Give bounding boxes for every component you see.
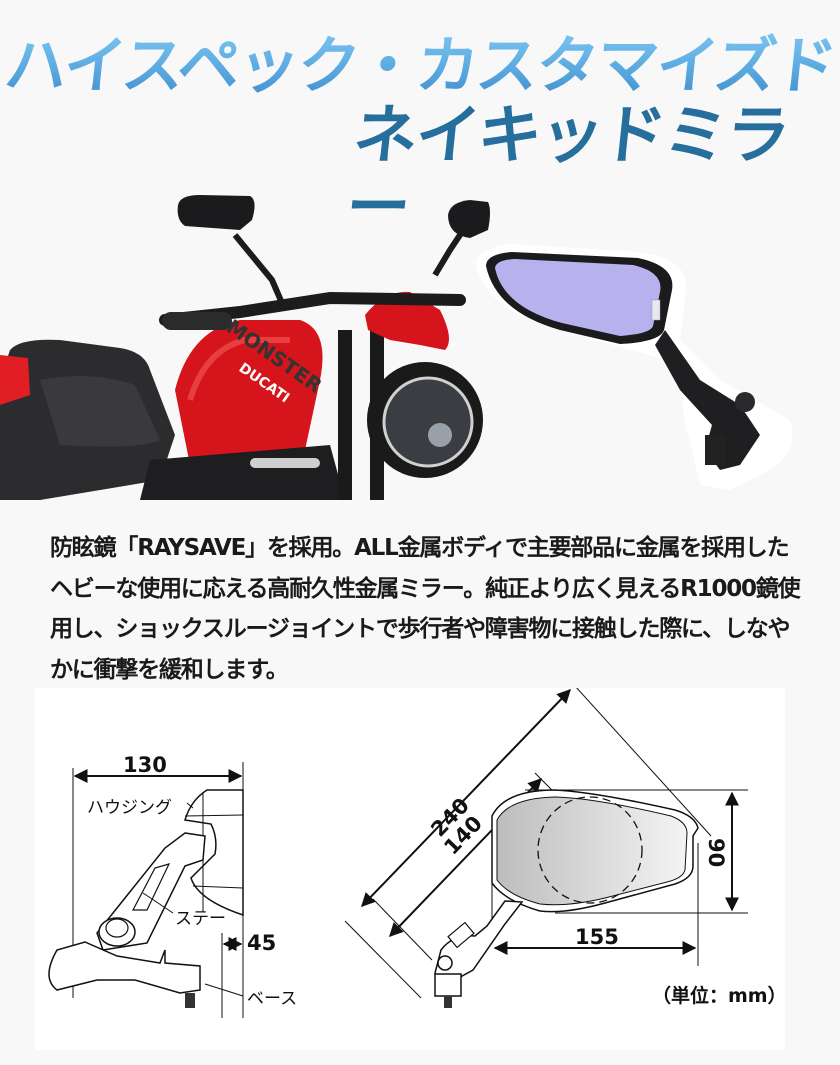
housing-outline <box>184 789 244 917</box>
dim-label-45: 45 <box>247 931 276 955</box>
bike-mirror-left <box>177 195 255 230</box>
product-description: 防眩鏡「RAYSAVE」を採用。ALL金属ボディで主要部品に金属を採用したヘビー… <box>50 535 801 683</box>
bike-mirror-right <box>448 200 490 238</box>
r1000-curvature-circle <box>537 796 643 904</box>
front-view-drawing: 240 140 155 90 <box>344 685 748 1008</box>
mirror-glass-outline <box>496 796 688 906</box>
unit-label: （単位：mm） <box>652 985 787 1007</box>
label-base: ベース <box>247 989 297 1009</box>
label-stay: ステー <box>175 909 226 929</box>
base-outline <box>48 941 201 994</box>
side-view-drawing: 130 45 ハウジング ステー ベース <box>48 753 297 1018</box>
dim-label-130: 130 <box>123 753 167 777</box>
product-mirror-closeup <box>475 244 793 490</box>
dim-label-155: 155 <box>575 925 619 949</box>
dimension-diagram-panel: 130 45 ハウジング ステー ベース <box>35 685 787 1050</box>
product-photo: MONSTER DUCATI <box>0 195 793 500</box>
label-housing: ハウジング <box>87 798 172 818</box>
dim-label-90: 90 <box>704 838 728 867</box>
headline-line-1: ハイスペック・カスタマイズド <box>0 29 840 102</box>
mirror-glass <box>495 259 661 336</box>
